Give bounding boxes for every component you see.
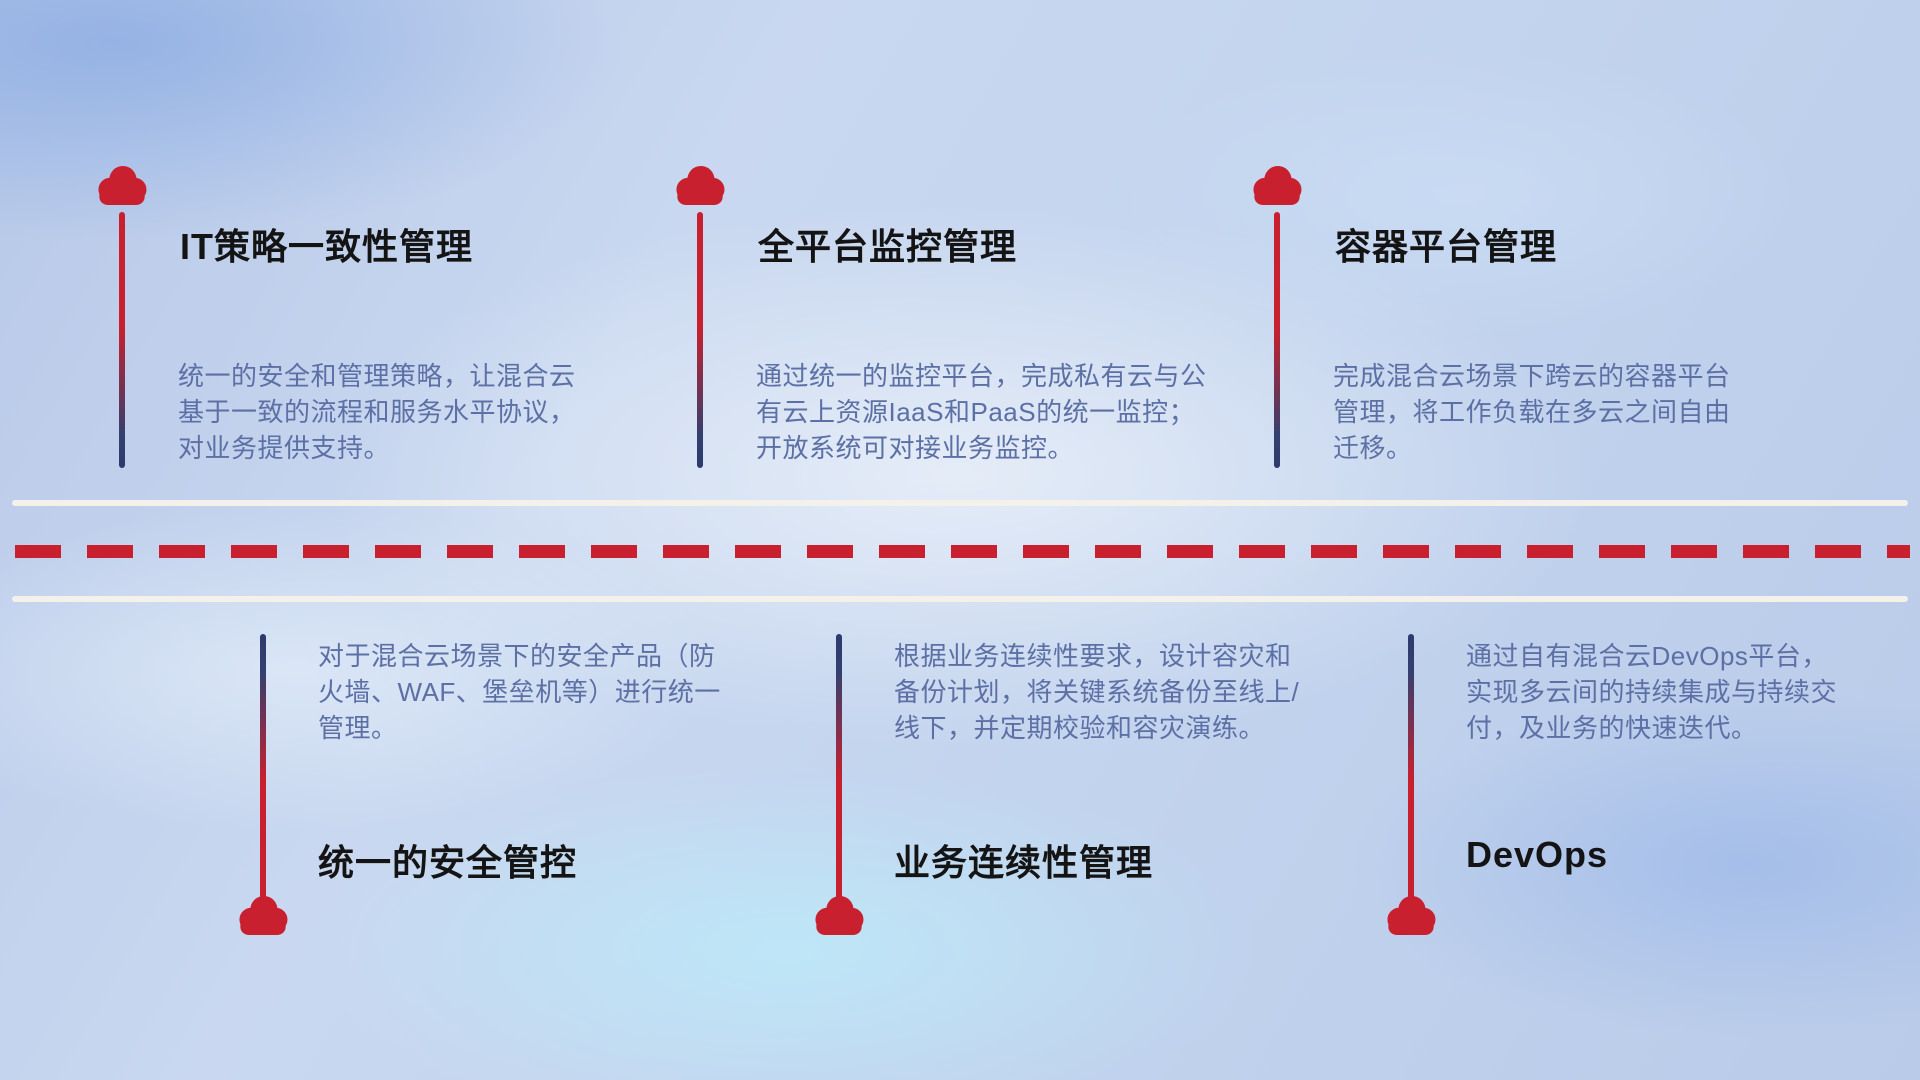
cloud-icon xyxy=(671,164,729,206)
connector-line xyxy=(697,212,703,468)
divider-line-bottom xyxy=(12,596,1908,602)
cloud-icon xyxy=(234,894,292,936)
feature-desc: 统一的安全和管理策略，让混合云基于一致的流程和服务水平协议，对业务提供支持。 xyxy=(178,361,576,463)
feature-title: DevOps xyxy=(1466,834,1609,875)
feature-title: 全平台监控管理 xyxy=(758,226,1018,267)
feature-title: IT策略一致性管理 xyxy=(180,226,473,267)
connector-line xyxy=(1274,212,1280,468)
connector-line xyxy=(836,634,842,900)
cloud-icon xyxy=(93,164,151,206)
feature-desc: 对于混合云场景下的安全产品（防火墙、WAF、堡垒机等）进行统一管理。 xyxy=(318,641,721,743)
connector-line xyxy=(119,212,125,468)
cloud-icon xyxy=(1382,894,1440,936)
cloud-icon xyxy=(1248,164,1306,206)
divider-line-top xyxy=(12,500,1908,506)
feature-desc: 完成混合云场景下跨云的容器平台管理，将工作负载在多云之间自由迁移。 xyxy=(1333,361,1731,463)
feature-title: 容器平台管理 xyxy=(1335,226,1558,267)
cloud-icon xyxy=(810,894,868,936)
feature-title: 统一的安全管控 xyxy=(318,842,578,883)
feature-desc: 根据业务连续性要求，设计容灾和备份计划，将关键系统备份至线上/线下，并定期校验和… xyxy=(894,641,1300,743)
divider-dashed-line xyxy=(15,545,1910,558)
feature-desc: 通过统一的监控平台，完成私有云与公有云上资源IaaS和PaaS的统一监控；开放系… xyxy=(756,361,1207,463)
connector-line xyxy=(260,634,266,900)
feature-title: 业务连续性管理 xyxy=(894,842,1154,883)
feature-desc: 通过自有混合云DevOps平台，实现多云间的持续集成与持续交付，及业务的快速迭代… xyxy=(1466,641,1838,743)
connector-line xyxy=(1408,634,1414,900)
